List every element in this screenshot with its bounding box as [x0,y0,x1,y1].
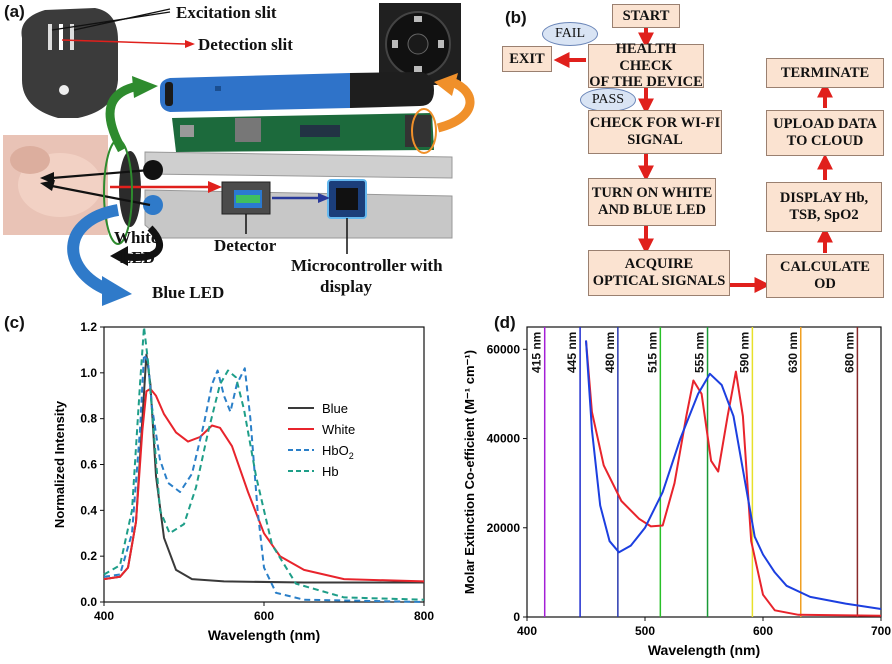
wavelength-marker-label: 590 nm [737,332,751,373]
panel-d-label: (d) [494,313,516,332]
wavelength-marker-label: 415 nm [530,332,544,373]
panel-b-label: (b) [505,8,527,27]
wavelength-marker-label: 680 nm [842,332,856,373]
x-axis-label: Wavelength (nm) [648,642,760,658]
y-tick-label: 0 [513,610,520,624]
x-axis-label: Wavelength (nm) [208,627,320,643]
panel-c-label: (c) [4,313,25,332]
series-line-2 [585,340,882,610]
end-cap [119,151,141,227]
series-line-hbo2 [103,353,425,603]
flow-display: DISPLAY Hb,TSB, SpO2 [766,182,882,232]
y-tick-label: 0.6 [80,458,97,472]
detector-label: Detector [214,236,277,255]
excitation-slit-1 [48,24,52,50]
x-tick-label: 500 [635,624,655,638]
connector-highlight [411,108,437,154]
flow-terminate-text: TERMINATE [780,64,870,81]
x-tick-label: 400 [517,624,537,638]
y-tick-label: 20000 [487,521,521,535]
legend-label-white: White [322,422,355,437]
series-line-hb [103,326,425,601]
flow-exit-text: EXIT [509,50,545,67]
wavelength-marker-label: 480 nm [603,332,617,373]
y-tick-label: 60000 [487,342,521,356]
flow-start: START [612,4,680,28]
series-line-1 [585,340,882,617]
legend-label-blue: Blue [322,401,348,416]
legend-label-hb: Hb [322,464,339,479]
plot-frame [526,326,882,618]
flow-display-text: DISPLAY Hb,TSB, SpO2 [779,190,869,223]
y-tick-label: 40000 [487,432,521,446]
flow-terminate: TERMINATE [766,58,884,88]
slit-cap [21,8,118,118]
microcontroller-label-1: Microcontroller with [291,256,443,275]
flow-pass-text: PASS [591,92,625,107]
panel-a-label: (a) [4,2,25,21]
cap-hole [59,85,69,95]
x-tick-label: 800 [414,609,434,623]
excitation-slit-2 [70,24,74,50]
excitation-slit-label: Excitation slit [176,3,277,22]
wavelength-marker-label: 445 nm [565,332,579,373]
flow-fail-text: FAIL [554,26,586,41]
flow-exit: EXIT [502,46,552,72]
y-tick-label: 0.0 [80,595,97,609]
white-led-label-2: LED [120,248,155,267]
flow-fail-oval: FAIL [542,22,598,46]
y-axis-label: Molar Extinction Co-efficient (M⁻¹ cm⁻¹) [462,350,477,594]
wavelength-marker-label: 515 nm [645,332,659,373]
x-tick-label: 700 [871,624,891,638]
wavelength-marker-label: 630 nm [786,332,800,373]
blue-led-label: Blue LED [152,283,225,302]
flow-start-text: START [622,7,670,24]
legend-label-hbo2: HbO2 [322,443,354,461]
wavelength-marker-label: 555 nm [693,332,707,373]
microcontroller-label-2: display [320,277,372,296]
y-tick-label: 0.2 [80,549,97,563]
y-axis-label: Normalized Intensity [52,400,67,528]
x-tick-label: 600 [254,609,274,623]
white-led-label-1: White [114,228,159,247]
blue-device-body [160,73,350,112]
y-tick-label: 1.2 [80,320,97,334]
y-tick-label: 0.4 [80,503,97,517]
x-tick-label: 400 [94,609,114,623]
detection-slit-label: Detection slit [198,35,293,54]
x-tick-label: 600 [753,624,773,638]
detection-slit [59,24,63,50]
y-tick-label: 0.8 [80,412,97,426]
y-tick-label: 1.0 [80,366,97,380]
